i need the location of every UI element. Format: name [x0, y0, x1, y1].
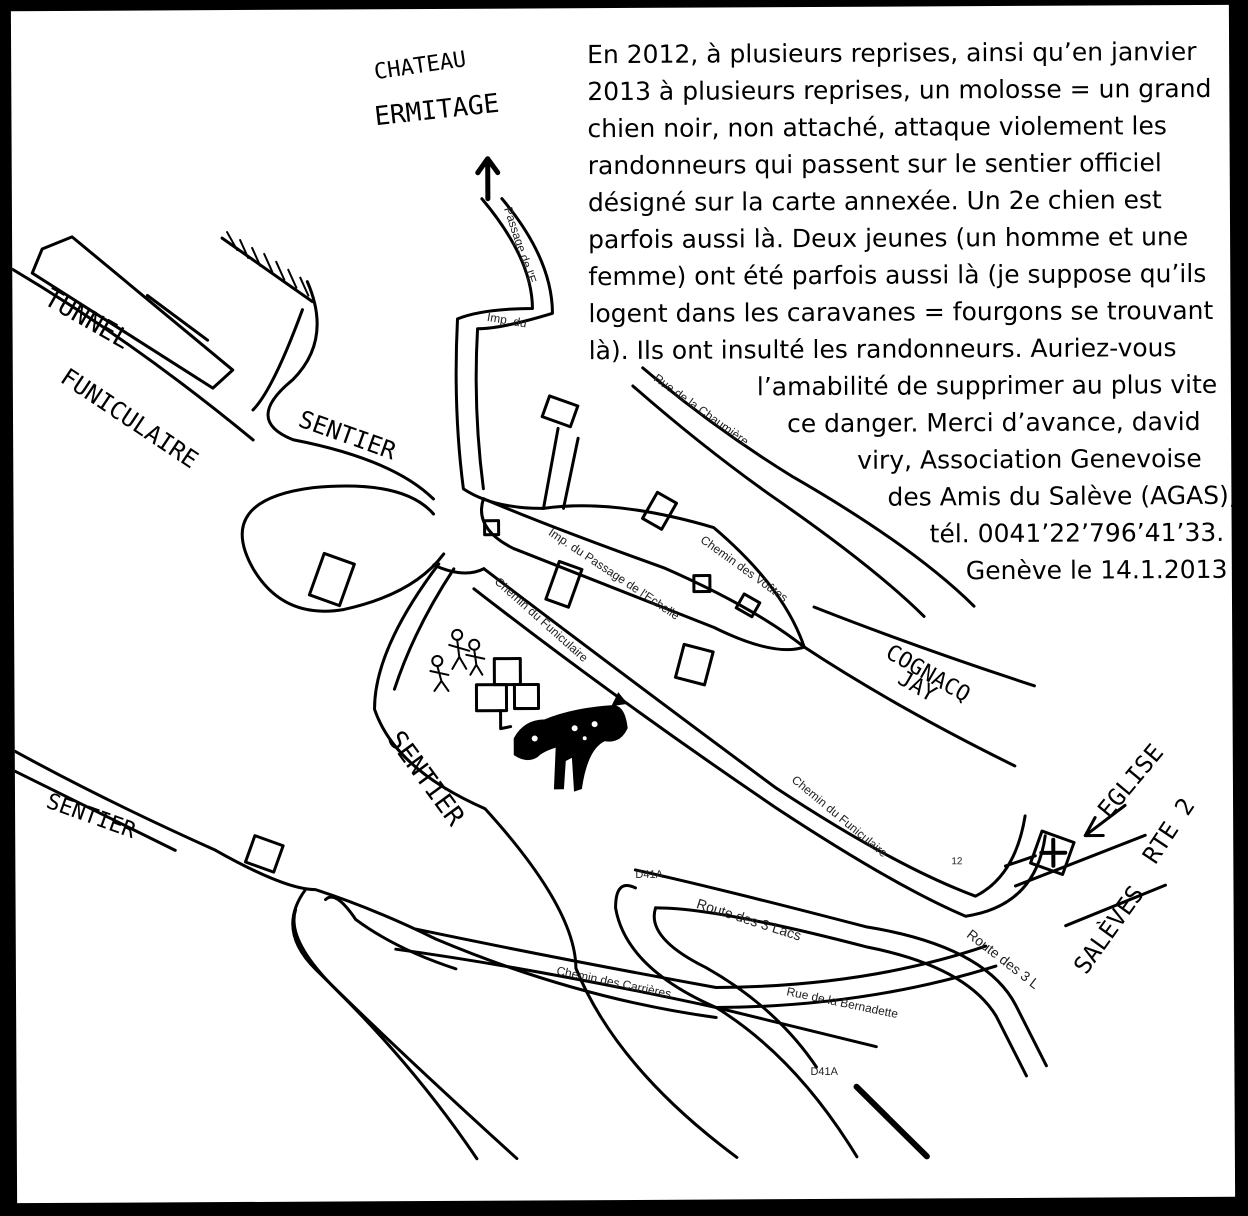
- sentier-lower-road: [13, 749, 718, 1020]
- road-number-label: D41A: [635, 869, 663, 881]
- rue-chaumiere-road: [641, 366, 976, 608]
- rte-saleves-road: [1003, 854, 1037, 868]
- arrow-to-eglise: [1083, 803, 1127, 838]
- building: [734, 592, 762, 619]
- church-building: [1029, 829, 1076, 876]
- sentier-top-label: SENTIER: [295, 405, 400, 466]
- carrieres-loop-road: [292, 908, 479, 1161]
- chemin-carrieres-road: [414, 927, 988, 990]
- complaint-line: chien noir, non attaché, attaque violeme…: [587, 111, 1167, 144]
- complaint-line: femme) ont été parfois aussi là (je supp…: [588, 258, 1207, 292]
- paper-sheet: CHATEAU ERMITAGE TUNNEL FUNICULAIRE SENT…: [10, 4, 1237, 1204]
- chemin-funiculaire-road: [482, 567, 1027, 898]
- carrieres-loop-road: [291, 888, 519, 1161]
- chemin-voutes-road: [480, 497, 806, 652]
- route-3-lacs-road: [654, 906, 1028, 1078]
- side-road: [541, 426, 580, 510]
- sentier-mid-label: SENTIER: [381, 726, 470, 832]
- sentier-upper-road: [266, 280, 435, 501]
- cognacq-jay-road: [802, 645, 1017, 768]
- complaint-line: là). Ils ont insulté les randonneurs. Au…: [588, 333, 1177, 366]
- church-cross-icon: [1039, 837, 1068, 868]
- saleves-label: SALÈVES: [1067, 880, 1150, 979]
- ermitage-label: ERMITAGE: [373, 89, 501, 133]
- complaint-text: En 2012, à plusieurs reprises, ainsi qu’…: [587, 33, 1237, 591]
- complaint-line: 2013 à plusieurs reprises, un molosse = …: [587, 73, 1212, 107]
- arrow-to-chateau: [475, 156, 501, 202]
- route-3-lacs-road: [652, 906, 818, 1069]
- complaint-line: Genève le 14.1.2013: [965, 554, 1228, 586]
- sentier-main-road: [373, 562, 739, 1159]
- oval-field: [240, 484, 446, 613]
- complaint-line: logent dans les caravanes = fourgons se …: [588, 295, 1214, 329]
- left-top-road: [10, 267, 255, 442]
- tunnel-label: TUNNEL: [39, 283, 135, 356]
- d41a-road-hatch: [853, 1083, 930, 1160]
- building: [243, 834, 285, 874]
- rte-saleves-road: [1013, 833, 1147, 888]
- building: [692, 574, 712, 594]
- complaint-line: viry, Association Genevoise: [857, 443, 1202, 475]
- route-3-lacs-road: [633, 868, 1048, 1068]
- sentier-upper-road: [251, 308, 304, 412]
- complaint-line: ce danger. Merci d’avance, david: [786, 406, 1201, 439]
- eglise-label: EGLISE: [1092, 739, 1169, 824]
- building: [499, 709, 513, 731]
- building: [540, 394, 580, 429]
- sentier-left-label: SENTIER: [43, 789, 139, 844]
- rue-bernadette-road: [714, 1006, 878, 1049]
- rte-saleves-road: [1064, 883, 1167, 928]
- people-figures: [429, 628, 486, 692]
- building: [512, 682, 541, 711]
- complaint-line: parfois aussi là. Deux jeunes (un homme …: [588, 222, 1189, 255]
- building: [544, 559, 584, 609]
- building: [483, 519, 501, 537]
- building: [673, 642, 715, 687]
- funiculaire-branch: [432, 563, 486, 575]
- complaint-line: l’amabilité de supprimer au plus vite: [756, 369, 1218, 402]
- imp-passage-road: [454, 197, 545, 510]
- chateau-label: CHATEAU: [373, 47, 468, 85]
- chemin-funiculaire-road: [472, 587, 1047, 918]
- street-label: Imp. du: [486, 310, 528, 331]
- sketch-map: CHATEAU ERMITAGE TUNNEL FUNICULAIRE SENT…: [10, 47, 1200, 1161]
- sentier-main-road: [392, 567, 456, 691]
- complaint-line: désigné sur la carte annexée. Un 2e chie…: [587, 185, 1162, 218]
- building: [307, 551, 356, 608]
- cognacq-jay-road: [812, 605, 1036, 688]
- carrieres-loop-road: [324, 895, 458, 971]
- dog-drawing: [513, 692, 628, 792]
- building: [492, 657, 522, 687]
- sentier-lower-road: [13, 769, 177, 852]
- funiculaire-label: FUNICULAIRE: [55, 363, 203, 474]
- road-number-label: D41A: [810, 1066, 838, 1078]
- imp-passage-road: [474, 197, 554, 491]
- rue-chaumiere-road: [631, 384, 926, 618]
- rte2-label: RTE 2: [1137, 793, 1200, 869]
- route-3-lacs-road: [614, 884, 859, 1159]
- complaint-line: randonneurs qui passent sur le sentier o…: [587, 148, 1162, 181]
- building: [641, 490, 678, 531]
- street-label: Route des 3 L: [964, 926, 1043, 992]
- complaint-line: En 2012, à plusieurs reprises, ainsi qu’…: [587, 36, 1197, 70]
- tunnel-funiculaire-line: [30, 235, 235, 390]
- building: [474, 683, 509, 713]
- complaint-line: des Amis du Salève (AGAS),: [887, 480, 1237, 512]
- tunnel-funiculaire-line: [145, 293, 210, 342]
- street-label: Route des 3 Lacs: [695, 895, 804, 943]
- complaint-line: tél. 0041’22’796’41’33.: [929, 517, 1225, 549]
- house-number-label: 12: [951, 856, 963, 867]
